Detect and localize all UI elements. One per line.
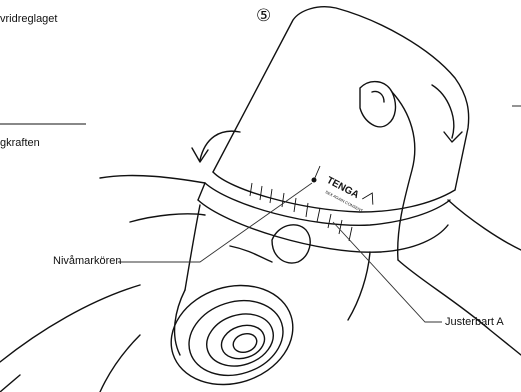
- lower-hand: [0, 175, 310, 392]
- label-level-marker: Nivåmarkören: [53, 256, 121, 267]
- leader-level-marker: [118, 183, 312, 262]
- end-cap: [158, 270, 306, 392]
- upper-hand: [360, 82, 521, 355]
- label-twist-control: vridreglaget: [0, 14, 57, 25]
- rotate-arrow-right: [432, 85, 462, 142]
- label-suction-strength: gkraften: [0, 138, 40, 149]
- leader-adjustable: [333, 222, 442, 322]
- label-adjustable-ring: Justerbart A: [445, 317, 504, 328]
- step-number-badge: ⑤: [256, 8, 271, 25]
